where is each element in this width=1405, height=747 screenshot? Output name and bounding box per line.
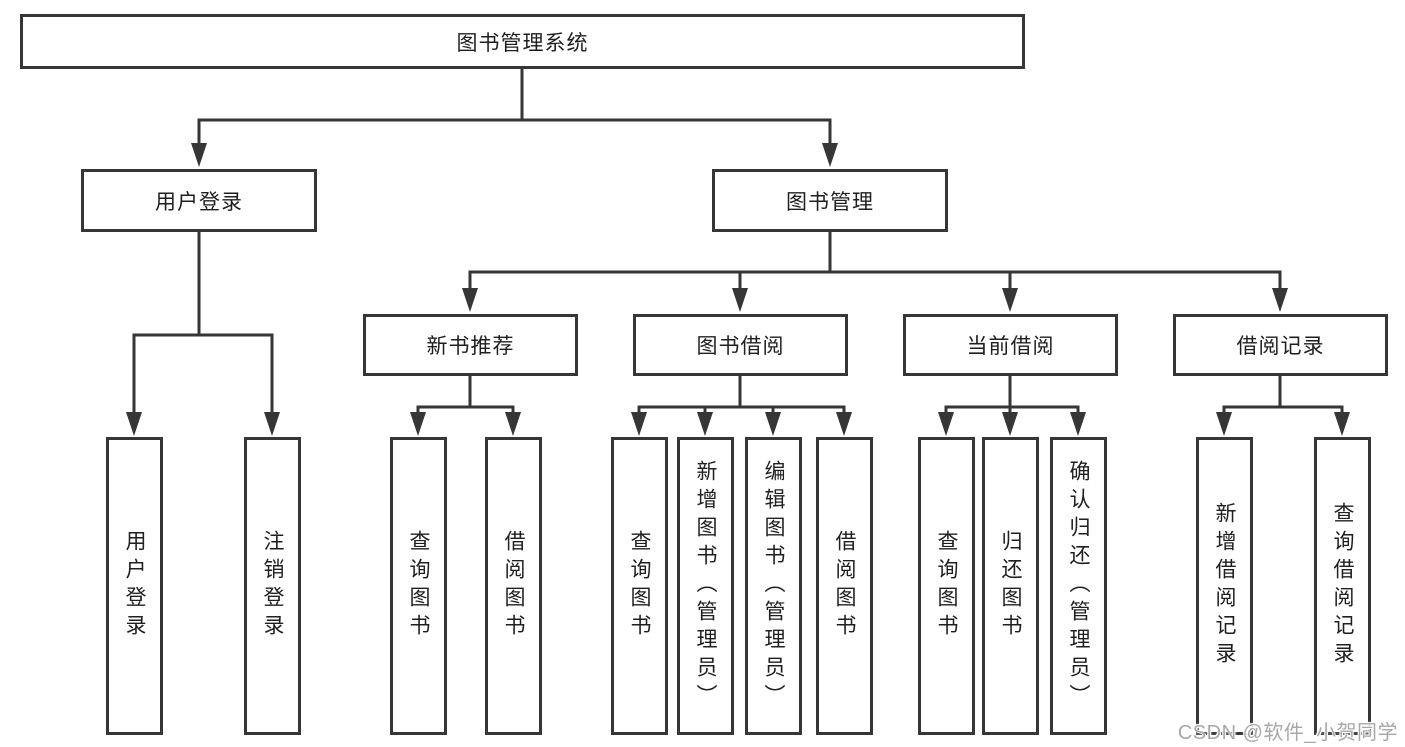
leaf-records-add-record: 新增借阅记录	[1196, 437, 1253, 735]
node-book-borrowing: 图书借阅	[633, 314, 848, 376]
leaf-borrowing-query-books-label: 查询图书	[628, 530, 651, 642]
connector-book-borrowing	[637, 374, 846, 416]
connector-borrowing-records	[1222, 374, 1344, 416]
leaf-current-confirm-return: 确认归还（管理员）	[1050, 437, 1107, 735]
leaf-logout-label: 注销登录	[261, 530, 284, 642]
leaf-current-return-books: 归还图书	[982, 437, 1039, 735]
watermark: CSDN @软件_小贺同学	[1177, 722, 1398, 744]
leaf-current-query-books-label: 查询图书	[935, 530, 958, 642]
leaf-borrowing-borrow-books: 借阅图书	[816, 437, 873, 735]
leaf-borrowing-borrow-books-label: 借阅图书	[833, 530, 856, 642]
node-borrowing-records: 借阅记录	[1173, 314, 1388, 376]
leaf-user-login: 用户登录	[106, 437, 163, 735]
node-new-book-recommend: 新书推荐	[363, 314, 578, 376]
connector-current-borrowing	[944, 374, 1080, 416]
node-book-borrowing-label: 图书借阅	[696, 335, 785, 358]
node-book-management: 图书管理	[712, 169, 948, 232]
leaf-recommend-borrow-books: 借阅图书	[485, 437, 542, 735]
node-borrowing-records-label: 借阅记录	[1236, 335, 1325, 358]
leaf-borrowing-add-books-label: 新增图书（管理员）	[694, 460, 717, 712]
leaf-borrowing-add-books: 新增图书（管理员）	[677, 437, 734, 735]
connector-book-management	[468, 230, 1282, 292]
leaf-records-query-record-label: 查询借阅记录	[1331, 502, 1354, 670]
node-user-login: 用户登录	[81, 169, 317, 232]
connector-new-book-recommend	[416, 374, 515, 416]
leaf-current-return-books-label: 归还图书	[999, 530, 1022, 642]
node-current-borrowing: 当前借阅	[903, 314, 1118, 376]
leaf-records-add-record-label: 新增借阅记录	[1213, 502, 1236, 670]
leaf-borrowing-edit-books: 编辑图书（管理员）	[745, 437, 802, 735]
leaf-current-query-books: 查询图书	[918, 437, 975, 735]
leaf-borrowing-edit-books-label: 编辑图书（管理员）	[762, 460, 785, 712]
node-library-management-system: 图书管理系统	[20, 14, 1025, 69]
node-book-management-label: 图书管理	[786, 190, 874, 214]
connector-root	[197, 67, 832, 148]
connector-user-login	[132, 230, 274, 416]
leaf-logout: 注销登录	[244, 437, 301, 735]
node-library-management-system-label: 图书管理系统	[456, 31, 589, 55]
leaf-recommend-query-books: 查询图书	[390, 437, 447, 735]
leaf-records-query-record: 查询借阅记录	[1314, 437, 1371, 735]
leaf-user-login-label: 用户登录	[123, 530, 146, 642]
node-new-book-recommend-label: 新书推荐	[426, 335, 515, 358]
node-current-borrowing-label: 当前借阅	[966, 335, 1055, 358]
leaf-recommend-borrow-books-label: 借阅图书	[502, 530, 525, 642]
leaf-borrowing-query-books: 查询图书	[611, 437, 668, 735]
leaf-current-confirm-return-label: 确认归还（管理员）	[1067, 460, 1090, 712]
leaf-recommend-query-books-label: 查询图书	[407, 530, 430, 642]
node-user-login-label: 用户登录	[155, 190, 243, 214]
